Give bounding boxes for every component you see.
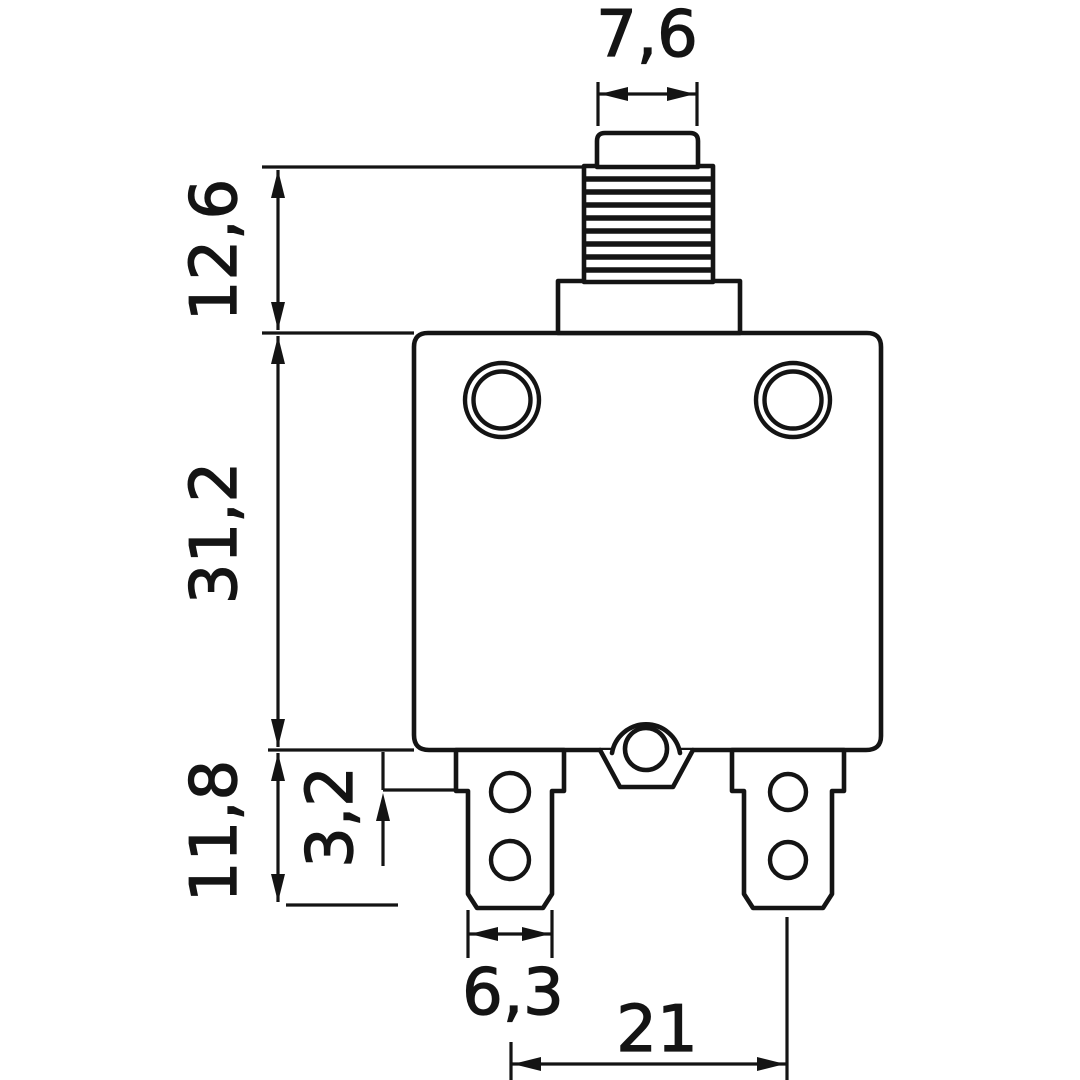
terminal-left [453,747,567,911]
terminal-left-hole-upper [488,770,532,814]
terminal-right [729,747,847,911]
arrowhead-right [667,87,695,101]
dim-label-terminal-center-spacing: 21 [616,993,697,1067]
mounting-nut-collar [555,278,743,336]
arrowhead-right [757,1057,785,1071]
arrowhead-down [271,874,285,902]
thread-ridges [585,176,712,273]
breaker-device [411,130,884,911]
arrowhead-left [513,1057,541,1071]
terminal-right-hole-lower [767,839,809,881]
dim-button-width: 7,6 [595,0,699,126]
center-boss-hole [622,725,670,773]
dim-label-button-width: 7,6 [596,0,698,72]
arrowhead-right [522,927,550,941]
arrowhead-left [470,927,498,941]
arrowhead-down [271,302,285,330]
dim-label-terminal-blade-width: 6,3 [462,956,564,1030]
dim-terminal-blade-width: 6,3 [461,910,565,1031]
dim-terminal-shoulder-offset: 3,2 [293,752,456,869]
dim-label-terminal-length: 11,8 [178,760,252,903]
terminal-left-hole-lower [488,838,532,882]
center-mounting-boss [597,722,696,790]
dim-label-bushing-height: 12,6 [178,179,252,322]
arrowhead-up [271,753,285,781]
dim-body-height: 31,2 [177,336,414,752]
dim-terminal-length: 11,8 [177,753,398,907]
arrowhead-left [600,87,628,101]
dim-bushing-height: 12,6 [177,165,584,335]
breaker-housing-body [411,330,884,753]
mounting-hole-left [462,360,542,440]
arrowhead-down [271,719,285,747]
arrowhead-up [271,336,285,364]
dim-label-terminal-shoulder-offset: 3,2 [294,766,368,868]
threaded-bushing [581,163,716,285]
terminal-right-hole-upper [767,771,809,813]
push-button-cap [594,130,701,170]
dim-terminal-center-spacing: 21 [509,917,789,1080]
arrowhead-up [271,170,285,198]
dimension-annotations: 7,6 12,6 31,2 11,8 [177,0,789,1080]
dim-label-body-height: 31,2 [178,462,252,605]
mounting-hole-right [753,360,833,440]
